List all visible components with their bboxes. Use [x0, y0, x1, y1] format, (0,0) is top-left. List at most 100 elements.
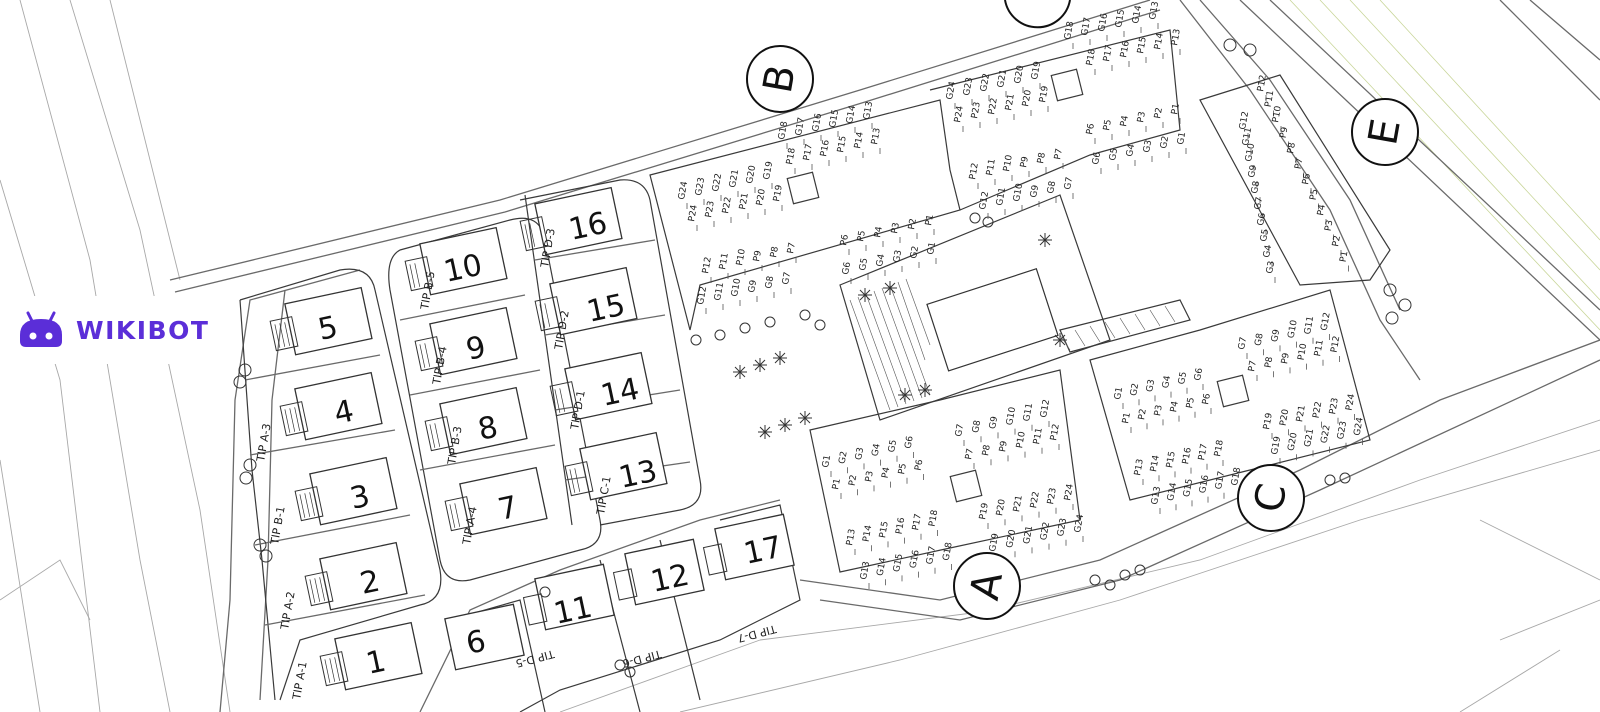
apartment-label: P1 — [924, 214, 936, 227]
apartment-label: G23 — [962, 77, 975, 97]
apartment-label: P6 — [1085, 123, 1097, 136]
unit-number: 11 — [551, 590, 596, 632]
villa-9 — [414, 306, 518, 376]
apartment-label: G2 — [1129, 382, 1141, 396]
unit-number: 14 — [598, 372, 643, 414]
unit-number: 17 — [741, 530, 786, 572]
apartment-label: P17 — [802, 143, 815, 161]
apartment-label: P12 — [1049, 423, 1062, 441]
apartment-label: G13 — [1150, 486, 1163, 506]
apartment-label: G23 — [694, 177, 707, 197]
villa-13 — [564, 431, 668, 501]
apartment-label: G14 — [876, 557, 889, 577]
apartment-label: P13 — [870, 127, 883, 145]
villa-16 — [519, 186, 623, 256]
palms — [733, 233, 1067, 439]
apartment-label: G18 — [777, 120, 790, 140]
apartment-label: G17 — [1080, 17, 1093, 37]
site-boundary — [169, 0, 1600, 712]
apartment-label: G16 — [811, 112, 824, 132]
apartment-label: P13 — [1170, 28, 1183, 46]
building-marker-a: A — [953, 552, 1021, 620]
apartment-label: P8 — [1036, 152, 1048, 165]
apartment-label: P16 — [1181, 446, 1194, 465]
villa-17 — [702, 513, 795, 581]
apartment-label: G21 — [996, 69, 1009, 89]
apartment-label: P9 — [1280, 352, 1292, 365]
apartment-label: G5 — [1259, 228, 1271, 242]
apartment-label: G6 — [1193, 367, 1205, 382]
apartment-label: G15 — [828, 109, 841, 129]
apartment-label: P23 — [1046, 487, 1059, 505]
apartment-label: P23 — [970, 101, 983, 119]
type-label: TIP D-6 — [621, 647, 664, 670]
apartment-label: P1 — [1339, 250, 1351, 263]
apartment-label: P17 — [1197, 443, 1210, 461]
type-label: TIP A-2 — [278, 590, 298, 631]
apartment-label: P6 — [1301, 173, 1313, 186]
apartment-label: P5 — [856, 230, 868, 243]
apartment-label: P15 — [836, 135, 849, 153]
unit-number: 15 — [584, 288, 629, 330]
apartment-label: G20 — [1013, 64, 1026, 84]
apartment-label: P20 — [755, 188, 768, 207]
apartment-label: P4 — [873, 226, 885, 239]
apartment-label: P10 — [1015, 430, 1028, 449]
apartment-label: P16 — [1119, 40, 1132, 59]
villa-1 — [319, 621, 423, 691]
villa-7 — [444, 466, 548, 536]
apartment-label: P18 — [785, 147, 798, 166]
apartment-label: P13 — [845, 528, 858, 546]
apartment-label: P8 — [981, 444, 993, 457]
apartment-label: P6 — [914, 459, 926, 472]
apartment-label: G17 — [794, 117, 807, 137]
apartment-label: G8 — [1046, 180, 1058, 195]
apartment-label: G20 — [745, 164, 758, 184]
apartment-label: G10 — [730, 277, 743, 297]
apartment-label: G7 — [1237, 336, 1249, 350]
apartment-label: G24 — [945, 80, 958, 100]
apartment-label: P5 — [1102, 119, 1114, 132]
apartment-label: G10 — [1287, 319, 1300, 339]
apartment-label: G10 — [1244, 142, 1257, 162]
logo-text: WIKIBOT — [76, 315, 210, 345]
apartment-label: P2 — [1153, 107, 1165, 120]
apartment-label: P3 — [1153, 404, 1165, 417]
apartment-label: G12 — [1320, 312, 1333, 332]
apartment-label: G19 — [762, 160, 775, 180]
apartment-label: P5 — [1185, 397, 1197, 410]
apartment-label: P22 — [987, 97, 1000, 115]
apartment-label: P8 — [1264, 356, 1276, 369]
villa-15 — [534, 266, 638, 336]
apartment-label: G9 — [1270, 328, 1282, 343]
apartment-label: P12 — [701, 256, 714, 274]
villa-14 — [549, 351, 653, 421]
apartment-label: P2 — [848, 474, 860, 487]
apartment-label: G15 — [1114, 9, 1127, 29]
apartment-label: G4 — [871, 443, 883, 458]
apartment-label: G1 — [1113, 386, 1125, 400]
apartment-label: P2 — [1331, 235, 1343, 248]
apartment-label: G22 — [1039, 521, 1052, 541]
apartment-label: P16 — [895, 516, 908, 535]
apartment-label: P11 — [1264, 90, 1277, 108]
apartment-label: P4 — [881, 466, 893, 479]
apartment-label: P17 — [911, 513, 924, 531]
apartment-label: P4 — [1169, 400, 1181, 413]
villa-12 — [612, 538, 705, 606]
apartment-label: G1 — [926, 241, 938, 255]
apartment-label: P3 — [1136, 111, 1148, 124]
apartment-label: P15 — [1136, 36, 1149, 54]
apartment-label: P7 — [1294, 157, 1306, 170]
apartment-label: G9 — [1029, 184, 1041, 199]
apartment-label: P1 — [831, 478, 843, 491]
apartment-label: G3 — [854, 447, 866, 461]
apartment-label: P8 — [769, 246, 781, 259]
apartment-label: G21 — [728, 169, 741, 189]
building-marker-c: C — [1237, 464, 1305, 532]
apartment-label: P18 — [928, 509, 941, 528]
apartment-label: G6 — [904, 435, 916, 450]
apartment-label: P2 — [907, 218, 919, 231]
trees — [233, 38, 1412, 678]
